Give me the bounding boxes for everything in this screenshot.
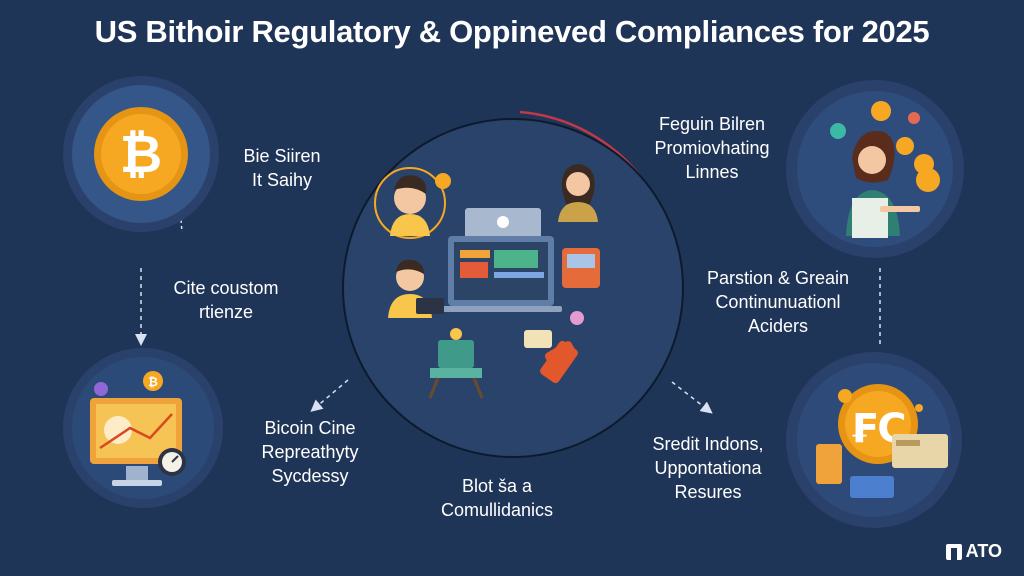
label-line: Bicoin Cine <box>264 418 356 438</box>
label-line: Resures <box>674 482 742 502</box>
logo-text: ATO <box>965 541 1002 561</box>
label-line: Comullidanics <box>440 500 554 520</box>
page-title: US Bithoir Regulatory & Oppineved Compli… <box>94 14 930 49</box>
label-bottom-right: Sredit Indons, Uppontationa Resures <box>620 432 796 504</box>
label-top-left: Bie Siiren It Saihy <box>222 144 342 192</box>
label-line: Feguin Bilren <box>658 114 766 134</box>
label-line: Repreathyty <box>261 442 359 462</box>
label-line: Sredit Indons, <box>652 434 764 454</box>
label-line: Cite coustom <box>173 278 279 298</box>
label-line: Promiovhating <box>654 138 770 158</box>
label-line: Blot ša a <box>461 476 533 496</box>
label-line: Parstion & Greain <box>706 268 850 288</box>
logo-mark-icon <box>945 543 962 560</box>
label-mid-left: Cite coustom rtienze <box>146 276 306 324</box>
label-bottom-left: Bicoin Cine Repreathyty Sycdessy <box>236 416 384 488</box>
label-line: Continunuationl <box>715 292 841 312</box>
label-line: It Saihy <box>251 170 313 190</box>
label-top-right: Feguin Bilren Promiovhating Linnes <box>624 112 800 184</box>
label-bottom-center: Blot ša a Comullidanics <box>412 474 582 522</box>
logo: ATO <box>945 541 1002 562</box>
label-line: Uppontationa <box>654 458 762 478</box>
label-mid-right: Parstion & Greain Continunuationl Acider… <box>680 266 876 338</box>
label-line: Sycdessy <box>271 466 349 486</box>
label-line: Aciders <box>747 316 809 336</box>
svg-text:₿: ₿ <box>120 125 162 185</box>
svg-text:₿: ₿ <box>148 375 158 389</box>
label-line: rtienze <box>198 302 254 322</box>
label-line: Linnes <box>685 162 739 182</box>
label-line: Bie Siiren <box>243 146 321 166</box>
